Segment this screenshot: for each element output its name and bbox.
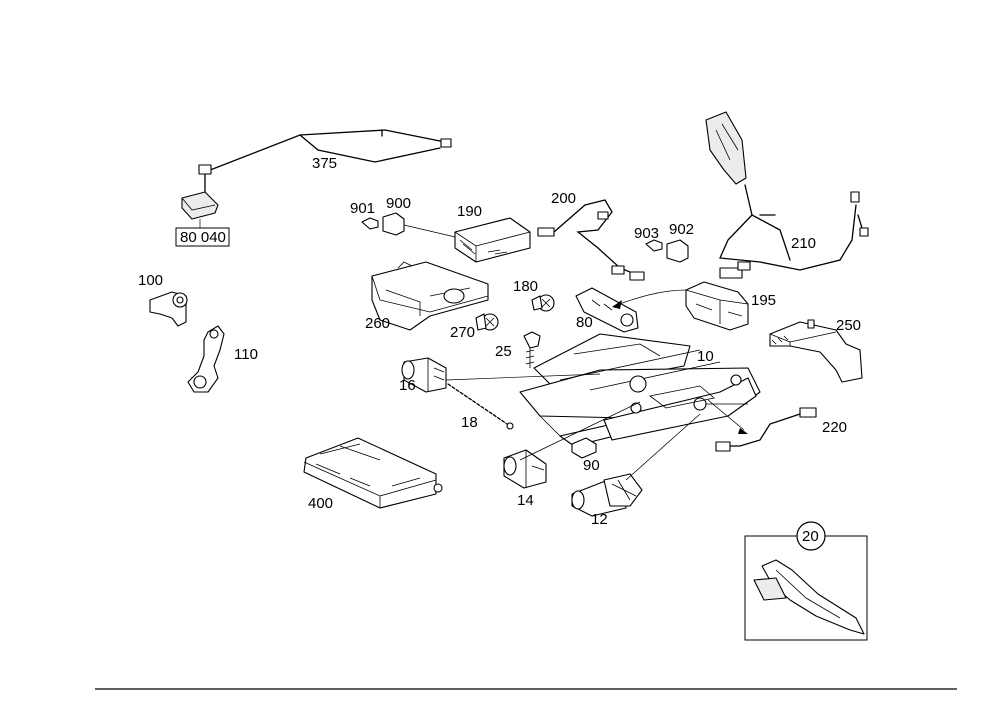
callout-210: 210 <box>791 235 816 252</box>
part-110-lever-arm[interactable] <box>187 325 225 393</box>
part-220-wiring-harness[interactable] <box>715 407 817 452</box>
callout-195: 195 <box>751 292 776 309</box>
part-903-pin[interactable] <box>645 239 663 252</box>
callout-14: 14 <box>517 492 534 509</box>
callout-110: 110 <box>234 346 258 363</box>
part-195-connector-housing[interactable] <box>685 281 749 331</box>
part-80040-control-module[interactable] <box>175 191 230 247</box>
callout-circle-20 <box>796 521 826 551</box>
part-270-bolt[interactable] <box>475 313 499 331</box>
part-16-motor[interactable] <box>401 357 601 393</box>
callout-box-80040 <box>175 227 230 247</box>
part-200-wiring-harness[interactable] <box>537 199 645 281</box>
part-100-bracket[interactable] <box>149 291 188 327</box>
callout-375: 375 <box>312 155 337 172</box>
part-12-motor[interactable] <box>571 413 701 517</box>
part-190-control-unit[interactable] <box>403 217 531 263</box>
part-10-seat-frame[interactable] <box>519 333 761 447</box>
callout-80040: 80 040 <box>180 229 226 246</box>
part-375-wiring-harness[interactable] <box>198 129 452 193</box>
callout-903: 903 <box>634 225 659 242</box>
callout-180: 180 <box>513 278 538 295</box>
callout-16: 16 <box>399 377 416 394</box>
callout-400: 400 <box>308 495 333 512</box>
part-210-wiring-harness[interactable] <box>705 111 869 279</box>
part-901-pin[interactable] <box>361 217 379 230</box>
callout-90: 90 <box>583 457 600 474</box>
callout-901: 901 <box>350 200 375 217</box>
part-900-clip[interactable] <box>382 212 405 236</box>
callout-200: 200 <box>551 190 576 207</box>
part-18-flex-shaft[interactable] <box>447 383 514 430</box>
callout-900: 900 <box>386 195 411 212</box>
callout-250: 250 <box>836 317 861 334</box>
part-20-seat-cover[interactable] <box>753 559 865 635</box>
callout-12: 12 <box>591 511 608 528</box>
part-14-motor[interactable] <box>503 401 641 489</box>
callout-10: 10 <box>697 348 714 365</box>
part-902-clip[interactable] <box>666 239 689 263</box>
part-90-clip[interactable] <box>571 437 597 459</box>
part-260-housing-tray[interactable] <box>371 261 489 331</box>
part-250-bracket[interactable] <box>769 319 863 383</box>
part-180-screw[interactable] <box>531 294 555 312</box>
callout-20: 20 <box>802 528 819 545</box>
callout-18: 18 <box>461 414 478 431</box>
callout-25: 25 <box>495 343 512 360</box>
part-80-bracket[interactable] <box>575 287 687 333</box>
callout-100: 100 <box>138 272 163 289</box>
callout-260: 260 <box>365 315 390 332</box>
callout-902: 902 <box>669 221 694 238</box>
callout-220: 220 <box>822 419 847 436</box>
part-25-screw[interactable] <box>523 331 541 368</box>
part-400-control-module[interactable] <box>303 437 443 509</box>
callout-270: 270 <box>450 324 475 341</box>
callout-190: 190 <box>457 203 482 220</box>
callout-80: 80 <box>576 314 593 331</box>
